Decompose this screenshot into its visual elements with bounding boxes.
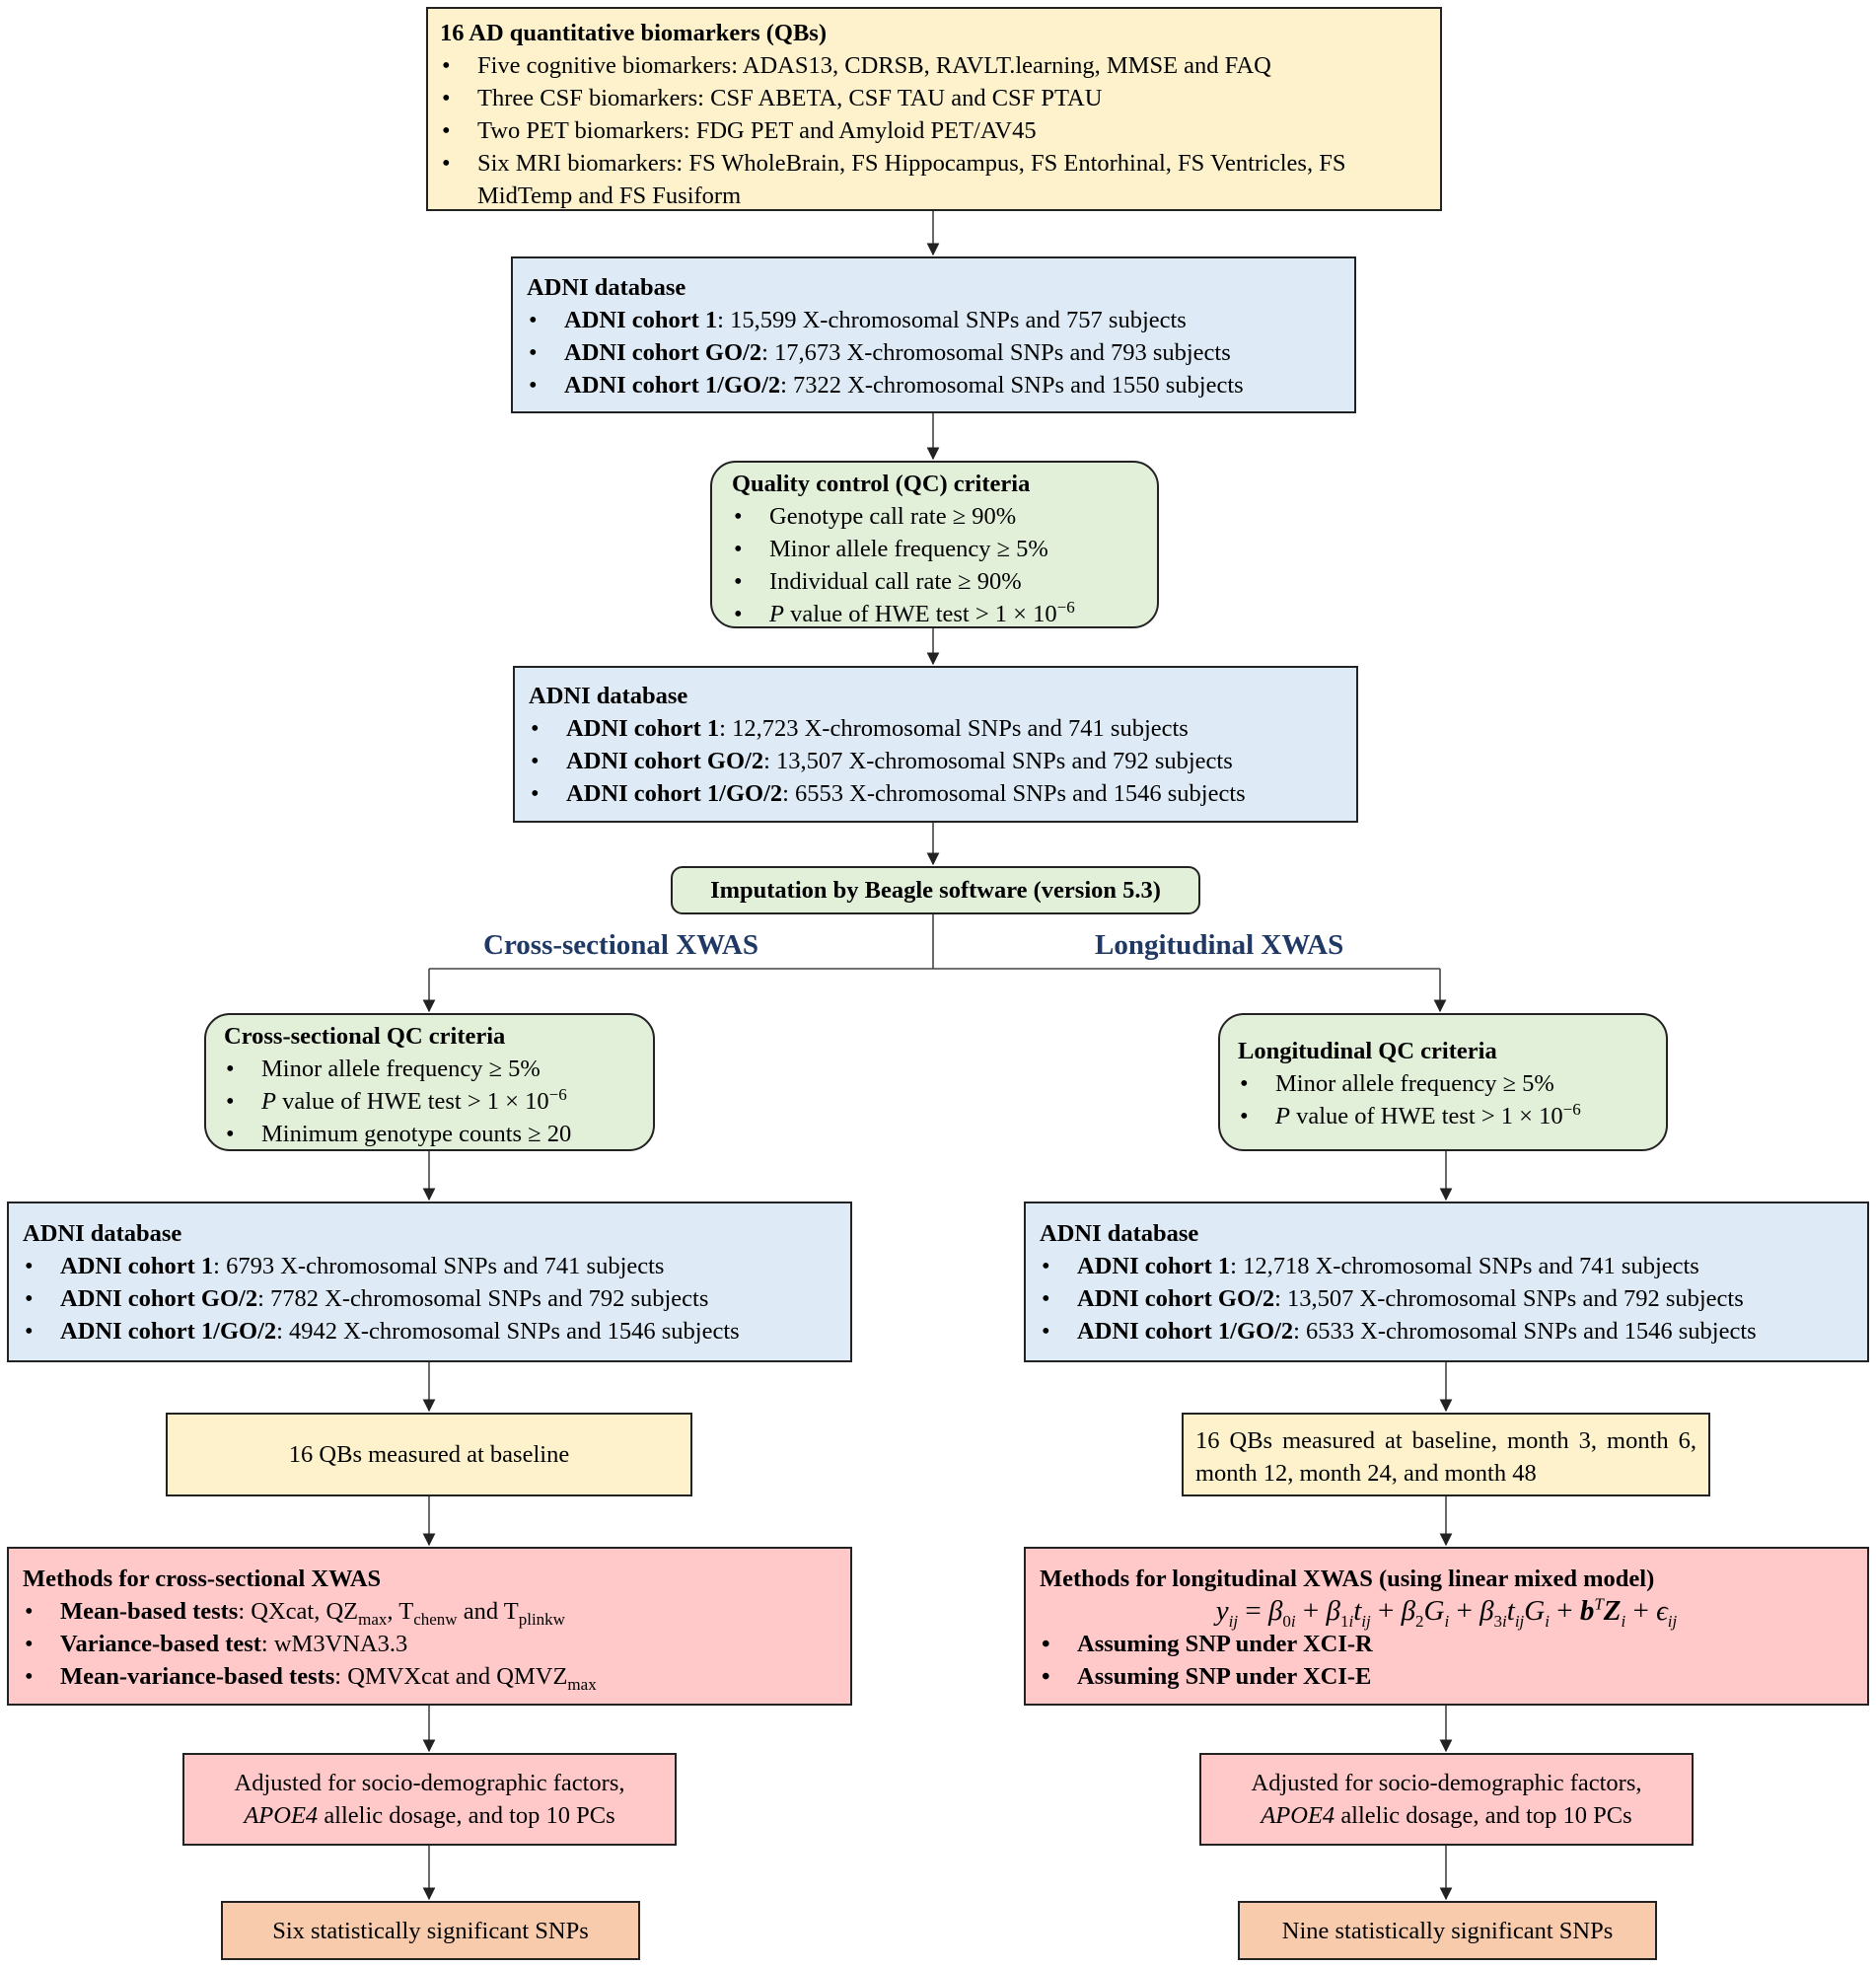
adni-initial-title: ADNI database [527,274,686,301]
adni-initial-cohort-1: ADNI cohort 1: 15,599 X-chromosomal SNPs… [529,304,1340,336]
result-cs-label: Six statistically significant SNPs [272,1917,589,1944]
adjusted-cs-line1: Adjusted for socio-demographic factors, [234,1770,625,1796]
qb-mri-item: Six MRI biomarkers: FS WholeBrain, FS Hi… [442,147,1428,212]
branch-longitudinal-label: Longitudinal XWAS [1095,929,1344,961]
lg-qc-hwe: P value of HWE test > 1 × 10−6 [1240,1100,1652,1132]
qb-longitudinal-box: 16 QBs measured at baseline, month 3, mo… [1182,1413,1710,1496]
qc-title: Quality control (QC) criteria [732,471,1031,497]
adni-initial-cohort-go2: ADNI cohort GO/2: 17,673 X-chromosomal S… [529,336,1340,369]
methods-cs-variance-based: Variance-based test: wM3VNA3.3 [25,1628,836,1660]
adjusted-lg-line1: Adjusted for socio-demographic factors, [1251,1770,1642,1796]
adni-after-qc-cohort-go2: ADNI cohort GO/2: 13,507 X-chromosomal S… [531,745,1342,777]
adni-database-after-qc: ADNI database ADNI cohort 1: 12,723 X-ch… [513,666,1358,823]
branch-cross-sectional-label: Cross-sectional XWAS [483,929,758,961]
qb-baseline-label: 16 QBs measured at baseline [288,1441,570,1468]
adni-cs-cohort-1: ADNI cohort 1: 6793 X-chromosomal SNPs a… [25,1250,836,1282]
qc-individual-call-rate: Individual call rate ≥ 90% [734,565,1143,598]
adni-lg-cohort-1: ADNI cohort 1: 12,718 X-chromosomal SNPs… [1042,1250,1853,1282]
adjusted-lg-line2: APOE4 allelic dosage, and top 10 PCs [1261,1802,1632,1829]
methods-cs-mean-variance-based: Mean-variance-based tests: QMVXcat and Q… [25,1660,836,1693]
qb-baseline-box: 16 QBs measured at baseline [166,1413,692,1496]
qb-pet-item: Two PET biomarkers: FDG PET and Amyloid … [442,114,1428,147]
result-lg-label: Nine statistically significant SNPs [1281,1917,1614,1944]
cs-qc-hwe: P value of HWE test > 1 × 10−6 [226,1085,639,1118]
linear-mixed-model-equation: yij = β0i + β1itij + β2Gi + β3itijGi + b… [1215,1594,1678,1631]
methods-cross-sectional-box: Methods for cross-sectional XWAS Mean-ba… [7,1547,852,1706]
cross-sectional-qc-box: Cross-sectional QC criteria Minor allele… [204,1013,655,1151]
qc-hwe-test: P value of HWE test > 1 × 10−6 [734,598,1143,630]
methods-lg-title: Methods for longitudinal XWAS (using lin… [1040,1566,1655,1592]
methods-lg-xci-r: Assuming SNP under XCI-R [1042,1628,1853,1660]
adni-lg-cohort-go2: ADNI cohort GO/2: 13,507 X-chromosomal S… [1042,1282,1853,1315]
methods-longitudinal-box: Methods for longitudinal XWAS (using lin… [1024,1547,1869,1706]
qb-box-title: 16 AD quantitative biomarkers (QBs) [440,20,827,46]
adni-initial-cohort-1go2: ADNI cohort 1/GO/2: 7322 X-chromosomal S… [529,369,1340,401]
imputation-box: Imputation by Beagle software (version 5… [671,866,1200,914]
adni-lg-cohort-1go2: ADNI cohort 1/GO/2: 6533 X-chromosomal S… [1042,1315,1853,1348]
imputation-label: Imputation by Beagle software (version 5… [710,877,1161,904]
adjusted-cross-sectional-box: Adjusted for socio-demographic factors, … [182,1753,677,1846]
result-cross-sectional-box: Six statistically significant SNPs [221,1901,640,1960]
adjusted-cs-line2: APOE4 allelic dosage, and top 10 PCs [244,1802,615,1829]
adni-database-longitudinal: ADNI database ADNI cohort 1: 12,718 X-ch… [1024,1202,1869,1362]
cs-qc-min-genotype: Minimum genotype counts ≥ 20 [226,1118,639,1150]
qb-csf-item: Three CSF biomarkers: CSF ABETA, CSF TAU… [442,82,1428,114]
adni-after-qc-title: ADNI database [529,683,688,709]
cs-qc-maf: Minor allele frequency ≥ 5% [226,1053,639,1085]
methods-cs-title: Methods for cross-sectional XWAS [23,1566,382,1592]
result-longitudinal-box: Nine statistically significant SNPs [1238,1901,1657,1960]
adni-database-cross-sectional: ADNI database ADNI cohort 1: 6793 X-chro… [7,1202,852,1362]
adni-lg-title: ADNI database [1040,1220,1199,1247]
adni-after-qc-cohort-1go2: ADNI cohort 1/GO/2: 6553 X-chromosomal S… [531,777,1342,810]
adni-after-qc-cohort-1: ADNI cohort 1: 12,723 X-chromosomal SNPs… [531,712,1342,745]
qb-longitudinal-label: 16 QBs measured at baseline, month 3, mo… [1195,1427,1696,1487]
longitudinal-qc-box: Longitudinal QC criteria Minor allele fr… [1218,1013,1668,1151]
lg-qc-maf: Minor allele frequency ≥ 5% [1240,1067,1652,1100]
adni-cs-cohort-go2: ADNI cohort GO/2: 7782 X-chromosomal SNP… [25,1282,836,1315]
adjusted-longitudinal-box: Adjusted for socio-demographic factors, … [1199,1753,1694,1846]
qc-genotype-call-rate: Genotype call rate ≥ 90% [734,500,1143,533]
adni-database-initial: ADNI database ADNI cohort 1: 15,599 X-ch… [511,256,1356,413]
cs-qc-title: Cross-sectional QC criteria [224,1023,506,1050]
qc-minor-allele-frequency: Minor allele frequency ≥ 5% [734,533,1143,565]
qb-cognitive-item: Five cognitive biomarkers: ADAS13, CDRSB… [442,49,1428,82]
methods-lg-xci-e: Assuming SNP under XCI-E [1042,1660,1853,1693]
qc-criteria-box: Quality control (QC) criteria Genotype c… [710,461,1159,630]
adni-cs-title: ADNI database [23,1220,182,1247]
lg-qc-title: Longitudinal QC criteria [1238,1038,1497,1064]
qb-box: 16 AD quantitative biomarkers (QBs) Five… [426,7,1442,211]
methods-cs-mean-based: Mean-based tests: QXcat, QZmax, Tchenw a… [25,1595,836,1628]
adni-cs-cohort-1go2: ADNI cohort 1/GO/2: 4942 X-chromosomal S… [25,1315,836,1348]
